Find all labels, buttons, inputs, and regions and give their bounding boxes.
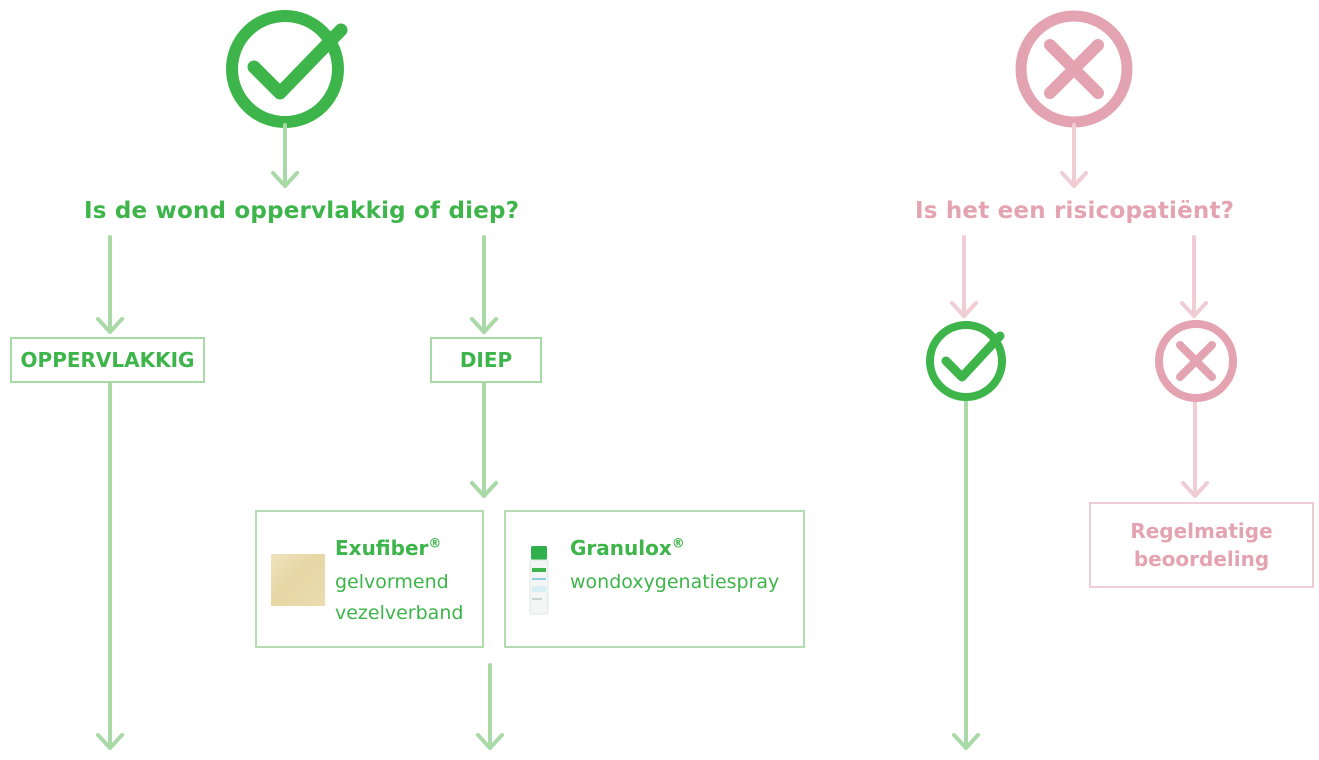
option-diep: DIEP bbox=[430, 337, 542, 383]
question-risk-patient: Is het een risicopatiënt? bbox=[915, 198, 1235, 224]
product-granulox-description: wondoxygenatiespray bbox=[570, 571, 780, 593]
option-oppervlakkig-label: OPPERVLAKKIG bbox=[20, 348, 195, 372]
option-oppervlakkig: OPPERVLAKKIG bbox=[10, 337, 205, 383]
outcome-line-2: beoordeling bbox=[1133, 547, 1270, 571]
product-exufiber-name: Exufiber® bbox=[335, 536, 442, 560]
top-cross-icon bbox=[1015, 10, 1133, 128]
option-diep-label: DIEP bbox=[459, 348, 513, 372]
question-wound-depth: Is de wond oppervlakkig of diep? bbox=[84, 198, 520, 224]
outcome-line-1: Regelmatige bbox=[1130, 519, 1273, 543]
wound-pad-icon bbox=[271, 554, 325, 606]
product-granulox-name: Granulox® bbox=[570, 536, 685, 560]
outcome-regular-assessment: Regelmatige beoordeling bbox=[1089, 502, 1314, 588]
product-exufiber-description: gelvormend vezelverband bbox=[335, 571, 464, 624]
yes-check-icon bbox=[926, 321, 1006, 401]
no-cross-icon bbox=[1155, 320, 1237, 402]
product-granulox: Granulox® wondoxygenatiespray bbox=[504, 510, 805, 648]
spray-can-icon bbox=[529, 546, 549, 615]
product-exufiber: Exufiber® gelvormend vezelverband bbox=[255, 510, 484, 648]
top-check-icon bbox=[226, 10, 348, 128]
